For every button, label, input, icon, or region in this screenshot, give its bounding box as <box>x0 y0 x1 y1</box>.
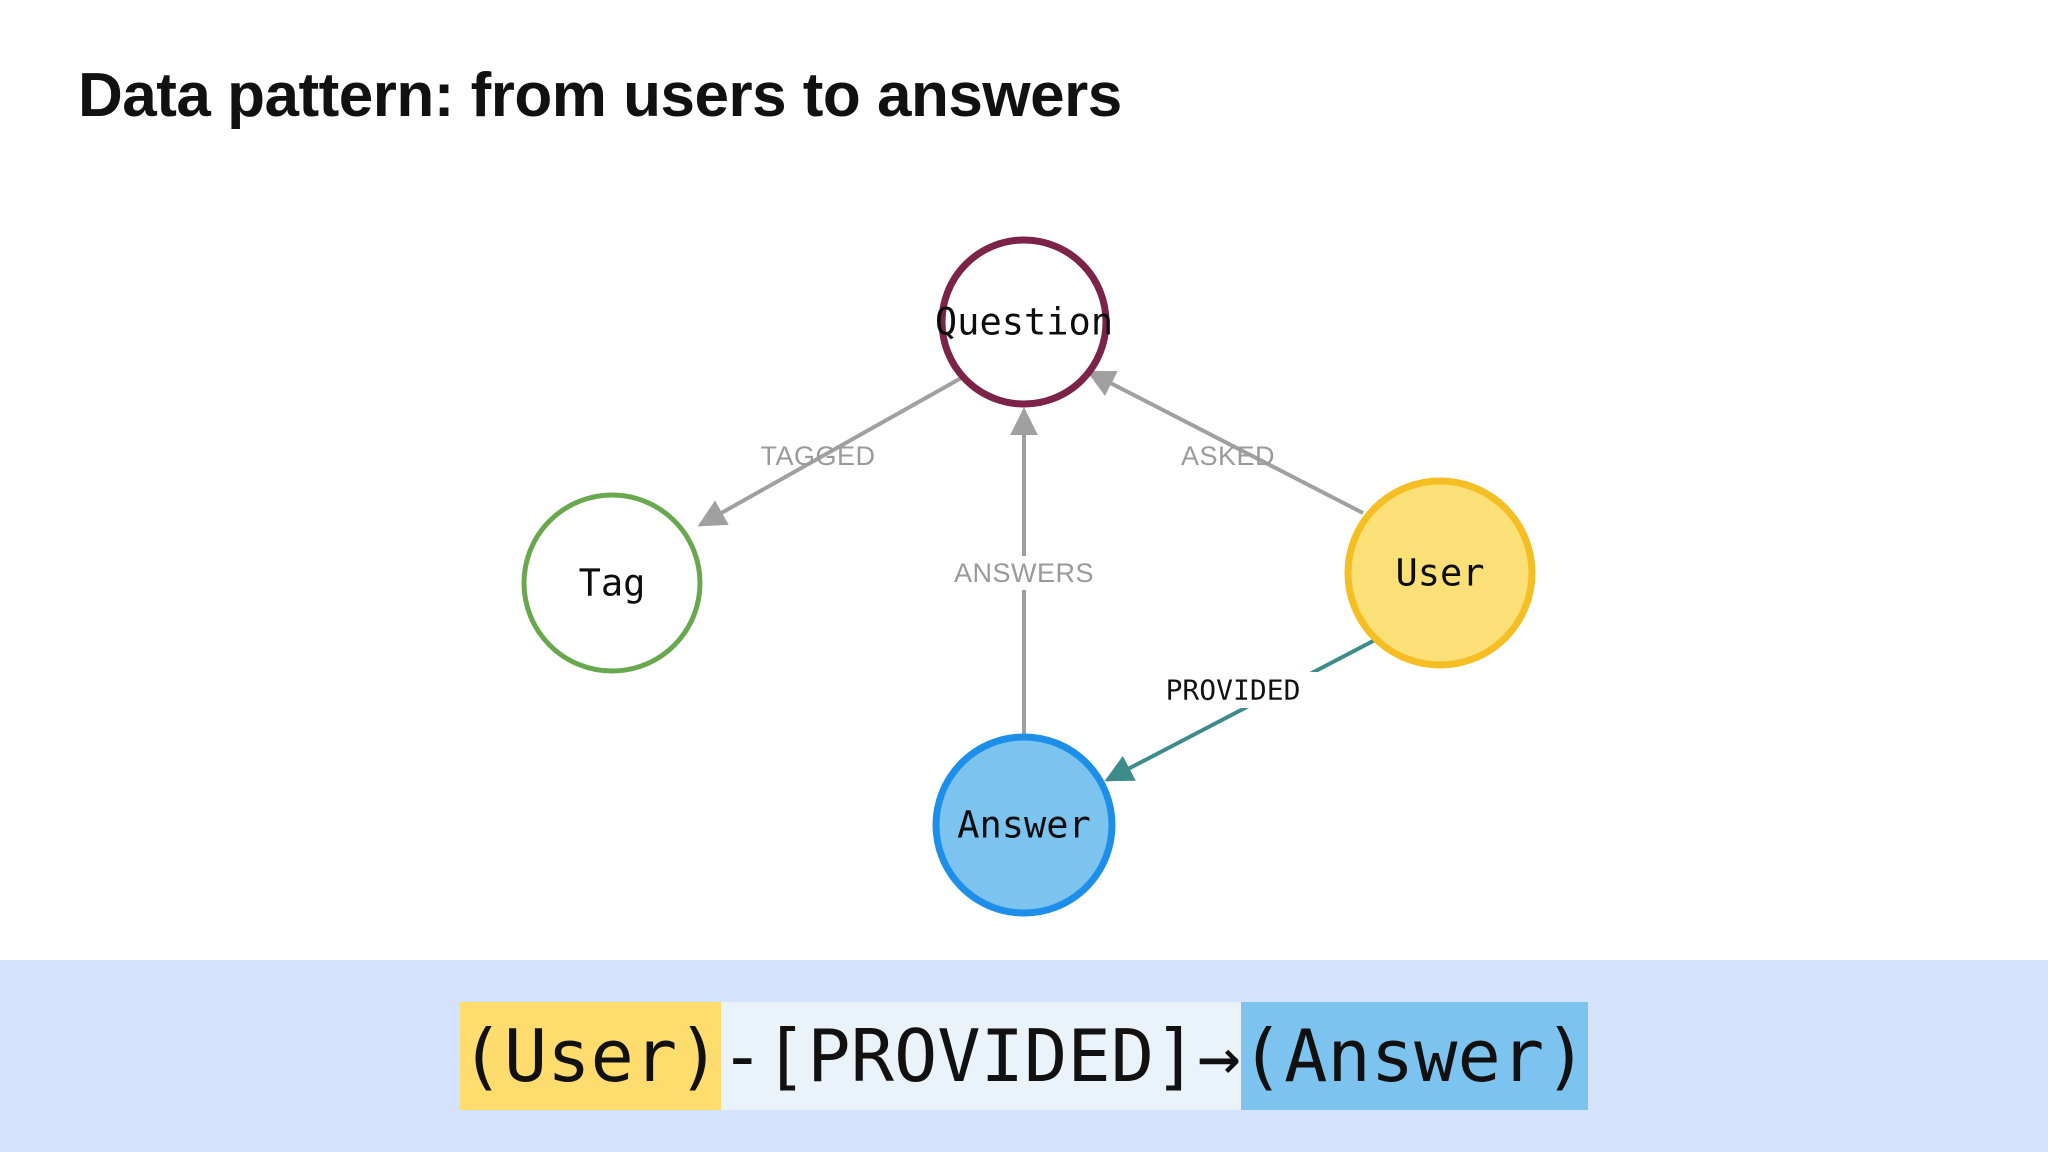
edge-asked[interactable]: ASKED <box>1086 370 1364 515</box>
node-answer-circle <box>932 733 1116 917</box>
cypher-pattern-bar: (User)-[PROVIDED]→(Answer) <box>0 960 2048 1152</box>
node-answer-label: Answer <box>957 804 1091 847</box>
edge-tagged-line <box>697 375 964 527</box>
edge-label-provided-backdrop <box>1150 672 1318 708</box>
edge-label-tagged: TAGGED <box>760 441 875 471</box>
node-question[interactable]: Question <box>935 236 1113 408</box>
node-user[interactable]: User <box>1344 477 1536 669</box>
graph-diagram: TAGGED ASKED ANSWERS PROVIDED <box>521 236 1536 917</box>
node-question-label: Question <box>935 301 1113 344</box>
node-tag-label: Tag <box>579 562 646 605</box>
page-title: Data pattern: from users to answers <box>78 61 1122 130</box>
edge-provided-line <box>1104 638 1376 782</box>
cypher-segment-user: (User) <box>460 1002 721 1110</box>
edge-label-provided: PROVIDED <box>1166 674 1301 707</box>
edge-provided[interactable]: PROVIDED <box>1104 638 1376 782</box>
node-tag-circle <box>521 492 703 674</box>
edge-label-answers-backdrop <box>930 556 1118 590</box>
node-user-circle <box>1344 477 1536 669</box>
edge-answers[interactable]: ANSWERS <box>930 407 1118 737</box>
cypher-segment-relationship: -[PROVIDED]→ <box>720 1002 1241 1110</box>
node-user-label: User <box>1395 552 1484 595</box>
edge-label-answers: ANSWERS <box>954 558 1094 588</box>
edge-asked-line <box>1086 370 1364 515</box>
edge-tagged[interactable]: TAGGED <box>697 375 964 527</box>
graph-svg: TAGGED ASKED ANSWERS PROVIDED <box>521 236 1536 917</box>
edge-label-asked: ASKED <box>1181 441 1275 471</box>
cypher-pattern-expression: (User)-[PROVIDED]→(Answer) <box>460 1002 1588 1110</box>
node-question-circle <box>938 236 1110 408</box>
node-tag[interactable]: Tag <box>521 492 703 674</box>
graph-nodes: Question Tag User Answer <box>521 236 1536 917</box>
node-answer[interactable]: Answer <box>932 733 1116 917</box>
graph-edges: TAGGED ASKED ANSWERS PROVIDED <box>697 370 1376 782</box>
cypher-segment-answer: (Answer) <box>1240 1002 1588 1110</box>
